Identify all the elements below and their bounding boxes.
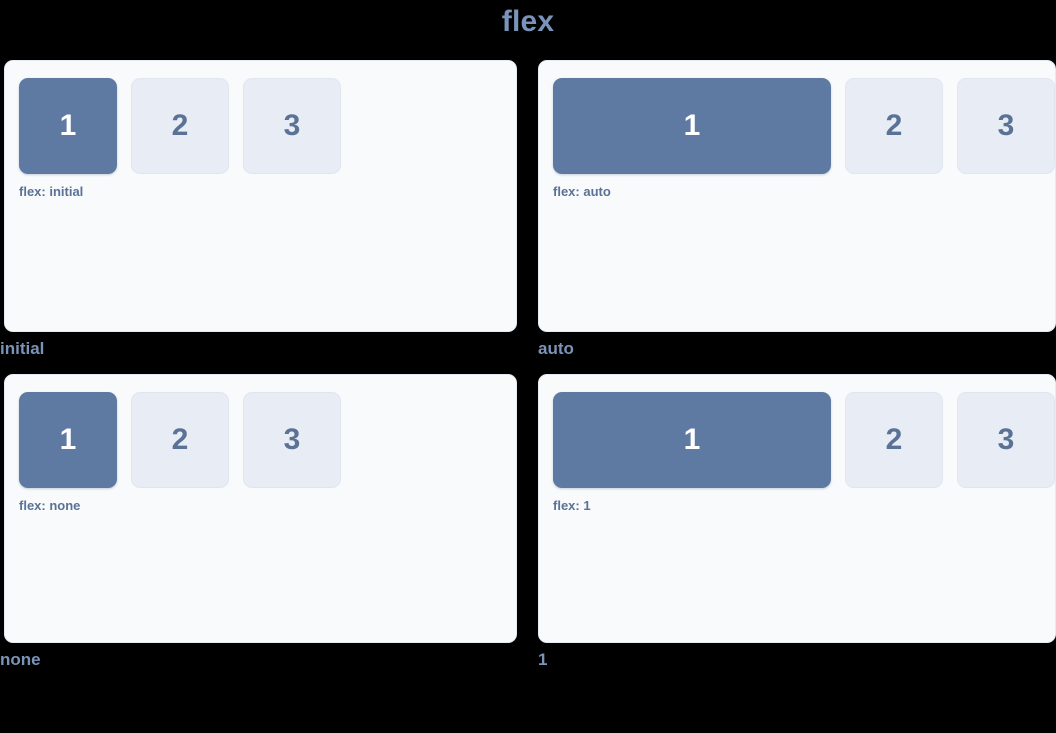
flex-item-3: 3 <box>243 78 341 174</box>
flex-item-1: 1 <box>19 78 117 174</box>
flex-item-1: 1 <box>553 392 831 488</box>
flex-item-2: 2 <box>131 392 229 488</box>
flex-item-3: 3 <box>957 78 1055 174</box>
demo-panel-one: 1 2 3 flex: 1 <box>538 374 1056 643</box>
demo-none: 1 2 3 flex: none <box>4 374 517 643</box>
flex-property-label: flex: none <box>19 498 81 513</box>
demo-one: 1 2 3 flex: 1 <box>538 374 1056 643</box>
demo-caption-initial: initial <box>0 339 45 358</box>
demo-initial: 1 2 3 flex: initial <box>4 60 517 332</box>
demo-auto: 1 2 3 flex: auto <box>538 60 1056 332</box>
flex-item-2: 2 <box>845 78 943 174</box>
flex-item-2: 2 <box>845 392 943 488</box>
flex-container-none: 1 2 3 <box>19 392 516 488</box>
flex-property-label: flex: auto <box>553 184 611 199</box>
demo-caption-auto: auto <box>538 339 574 358</box>
flex-item-1: 1 <box>553 78 831 174</box>
flex-item-1: 1 <box>19 392 117 488</box>
demo-panel-none: 1 2 3 flex: none <box>4 374 517 643</box>
flex-item-2: 2 <box>131 78 229 174</box>
demo-caption-one: 1 <box>538 650 548 669</box>
flex-property-label: flex: 1 <box>553 498 591 513</box>
demo-panel-initial: 1 2 3 flex: initial <box>4 60 517 332</box>
flex-container-auto: 1 2 3 <box>553 78 1055 174</box>
demo-caption-none: none <box>0 650 41 669</box>
flex-item-3: 3 <box>243 392 341 488</box>
flex-property-label: flex: initial <box>19 184 84 199</box>
flex-container-initial: 1 2 3 <box>19 78 516 174</box>
page-title: flex <box>501 5 555 38</box>
flex-container-one: 1 2 3 <box>553 392 1055 488</box>
flex-item-3: 3 <box>957 392 1055 488</box>
demo-panel-auto: 1 2 3 flex: auto <box>538 60 1056 332</box>
